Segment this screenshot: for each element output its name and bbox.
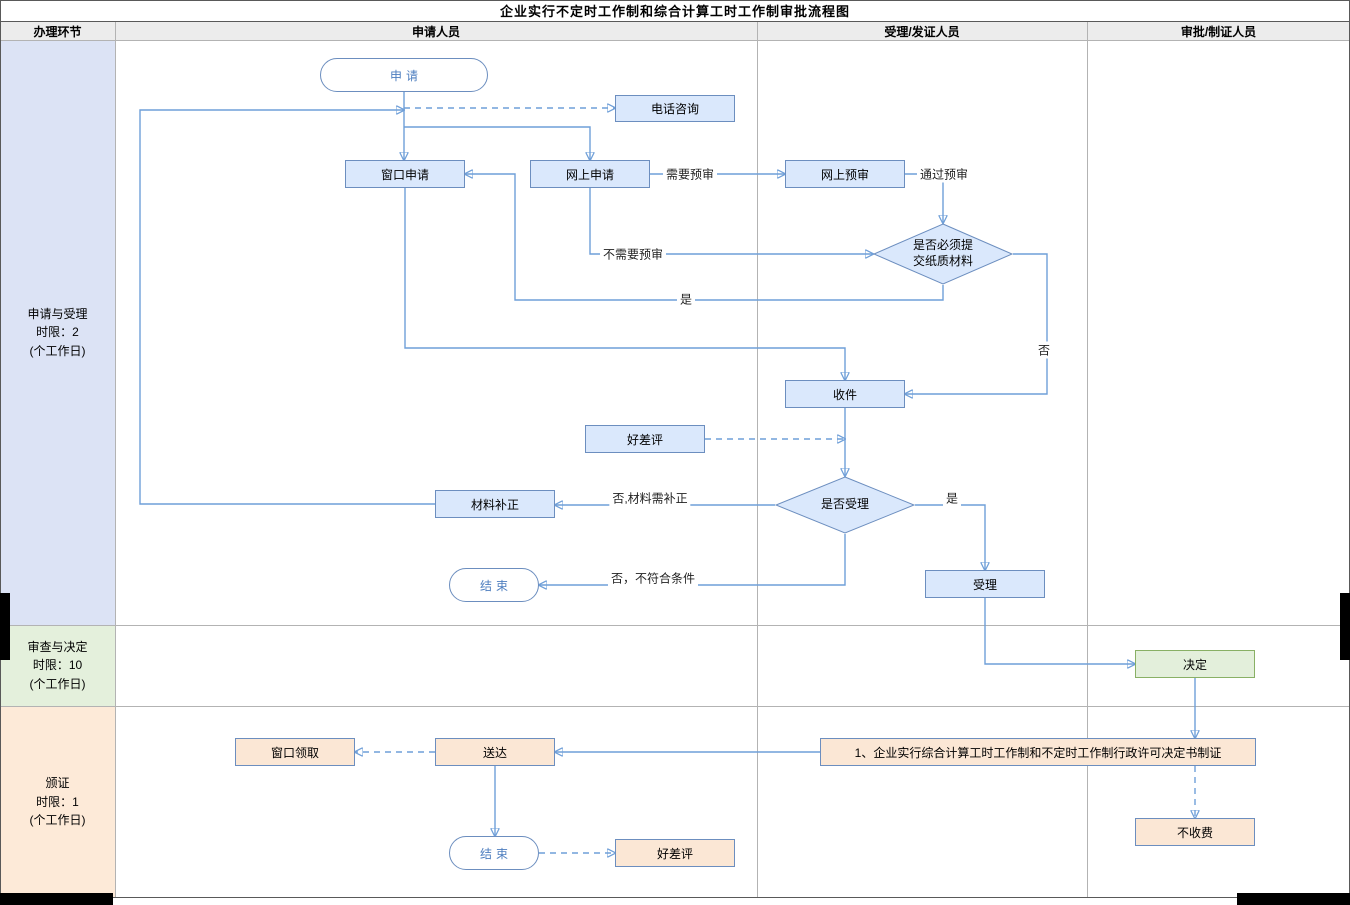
lane-certificate: 颁证 时限：1 (个工作日) bbox=[0, 706, 115, 898]
header-row-background bbox=[0, 22, 1350, 40]
node-window-apply: 窗口申请 bbox=[345, 160, 465, 188]
decision-paper-required: 是否必须提交纸质材料 bbox=[873, 223, 1013, 285]
node-online-preview: 网上预审 bbox=[785, 160, 905, 188]
end-node-bottom: 结束 bbox=[449, 836, 539, 870]
node-decide: 决定 bbox=[1135, 650, 1255, 678]
column-header-applicant: 申请人员 bbox=[411, 24, 460, 39]
edge-label-need-fix: 否,材料需补正 bbox=[609, 489, 691, 507]
end-node-top: 结束 bbox=[449, 568, 539, 602]
node-deliver: 送达 bbox=[435, 738, 555, 766]
grid-line-header-bottom bbox=[0, 40, 1350, 41]
edge-label-yes-accept: 是 bbox=[942, 489, 962, 507]
grid-line-lane2-bottom bbox=[0, 706, 1350, 707]
edge-label-yes-paper: 是 bbox=[676, 290, 696, 308]
node-accept: 受理 bbox=[925, 570, 1045, 598]
edge-window-to-receive bbox=[404, 188, 845, 380]
edge-accept-yes-to-accept bbox=[915, 504, 985, 570]
column-header-approver: 审批/制证人员 bbox=[1180, 24, 1257, 39]
node-window-pickup: 窗口领取 bbox=[235, 738, 355, 766]
diamond-shape bbox=[873, 223, 1013, 285]
node-material-fix: 材料补正 bbox=[435, 490, 555, 518]
column-header-acceptor: 受理/发证人员 bbox=[884, 24, 960, 39]
lane-review-decide: 审查与决定 时限：10 (个工作日) bbox=[0, 625, 115, 706]
node-cert-make: 1、企业实行综合计算工时工作制和不定时工作制行政许可决定书制证 bbox=[820, 738, 1256, 766]
edge-paper-no-to-receive bbox=[905, 253, 1048, 394]
edge-accept-to-decide bbox=[984, 598, 1135, 664]
edge-label-pass-preview: 通过预审 bbox=[916, 165, 972, 183]
node-rating-bottom: 好差评 bbox=[615, 839, 735, 867]
decision-paper-required-label: 是否必须提交纸质材料 bbox=[912, 238, 973, 268]
lane-apply-accept: 申请与受理 时限：2 (个工作日) bbox=[0, 40, 115, 625]
node-receive: 收件 bbox=[785, 380, 905, 408]
edge-start-to-online bbox=[404, 126, 590, 160]
node-phone-consult: 电话咨询 bbox=[615, 95, 735, 122]
black-edge-bar-right bbox=[1340, 593, 1350, 660]
node-online-apply: 网上申请 bbox=[530, 160, 650, 188]
node-no-fee: 不收费 bbox=[1135, 818, 1255, 846]
edge-label-no-reject: 否，不符合条件 bbox=[607, 569, 699, 587]
grid-line-lane1-bottom bbox=[0, 625, 1350, 626]
black-edge-bar-left bbox=[0, 593, 10, 660]
black-corner-bottom-right bbox=[1237, 893, 1350, 905]
edge-label-no-need-preview: 不需要预审 bbox=[599, 245, 667, 263]
grid-line-col3 bbox=[1087, 22, 1088, 898]
grid-line-col2 bbox=[757, 22, 758, 898]
column-header-steps: 办理环节 bbox=[33, 24, 82, 39]
edge-material-fix-loop bbox=[139, 110, 435, 505]
decision-is-accept-label: 是否受理 bbox=[820, 497, 869, 512]
grid-line-col1 bbox=[115, 22, 116, 898]
edge-label-need-preview: 需要预审 bbox=[662, 165, 718, 183]
start-node-apply: 申请 bbox=[320, 58, 488, 92]
edge-label-no-paper: 否 bbox=[1034, 341, 1054, 359]
decision-is-accept: 是否受理 bbox=[775, 476, 915, 534]
diamond-shape bbox=[775, 476, 915, 534]
node-rating-top: 好差评 bbox=[585, 425, 705, 453]
edge-paper-yes-to-window bbox=[465, 174, 944, 301]
page-title: 企业实行不定时工作制和综合计算工时工作制审批流程图 bbox=[0, 0, 1350, 22]
black-corner-bottom-left bbox=[0, 893, 113, 905]
edge-online-to-paper-decision bbox=[589, 188, 873, 254]
